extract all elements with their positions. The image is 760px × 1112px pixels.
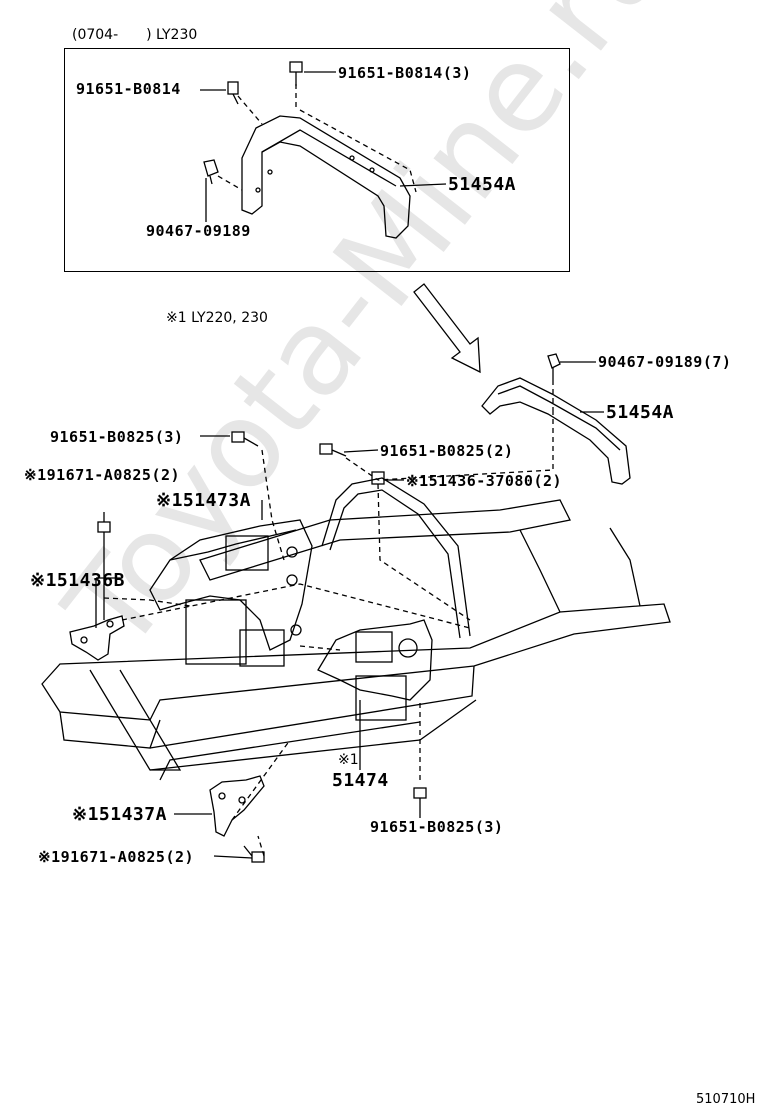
hoop-tube — [321, 477, 471, 639]
bolt-91671-upper — [97, 521, 111, 546]
bolt-91671-lower — [243, 845, 265, 863]
inset-dashes — [217, 84, 417, 193]
bolt-91651-upper-left — [231, 431, 259, 447]
label-inset-clip: 90467-09189 — [146, 222, 251, 240]
inset-caption: (0704- ) LY230 — [72, 27, 198, 43]
bracket-51474 — [317, 619, 433, 721]
bracket-51437A — [209, 775, 265, 837]
bolt-91651-lower-right — [413, 787, 427, 808]
diagram-code: 510710H — [696, 1092, 756, 1107]
label-51474-mark: ※1 — [338, 752, 359, 768]
bolt-91651-upper-mid — [319, 443, 347, 457]
label-bracket-right: 51454A — [606, 402, 675, 423]
bracket-51454A — [481, 377, 631, 485]
label-51437A: ※151437A — [72, 804, 167, 825]
inset-bracket — [241, 115, 411, 239]
inset-bolt-top — [289, 61, 303, 86]
inset-bolt-left — [227, 81, 239, 105]
label-bolt-a-upper: ※191671-A0825(2) — [24, 466, 181, 484]
label-bolt-upper-left: 91651-B0825(3) — [50, 428, 184, 446]
label-inset-bolt-left: 91651-B0814 — [76, 80, 181, 98]
label-bolt-lower-right: 91651-B0825(3) — [370, 818, 504, 836]
label-51474: 51474 — [332, 770, 389, 791]
label-51436B: ※151436B — [30, 570, 125, 591]
label-clip-right: 90467-09189(7) — [598, 353, 732, 371]
inset-clip — [203, 159, 219, 185]
direction-arrow — [413, 283, 481, 374]
inset-frame — [64, 48, 570, 272]
clip-90467 — [547, 353, 561, 380]
label-bolt-a-lower: ※191671-A0825(2) — [38, 848, 195, 866]
label-inset-bolt-top: 91651-B0814(3) — [338, 64, 472, 82]
assembly-dashes — [103, 410, 554, 857]
applicability-note: ※1 LY220, 230 — [166, 310, 268, 326]
label-inset-bracket: 51454A — [448, 174, 517, 195]
label-51473A: ※151473A — [156, 490, 251, 511]
label-nut-51436: ※151436-37080(2) — [406, 472, 563, 490]
label-bolt-upper-mid: 91651-B0825(2) — [380, 442, 514, 460]
bracket-51436B — [69, 615, 125, 661]
bracket-51473A — [149, 519, 313, 667]
